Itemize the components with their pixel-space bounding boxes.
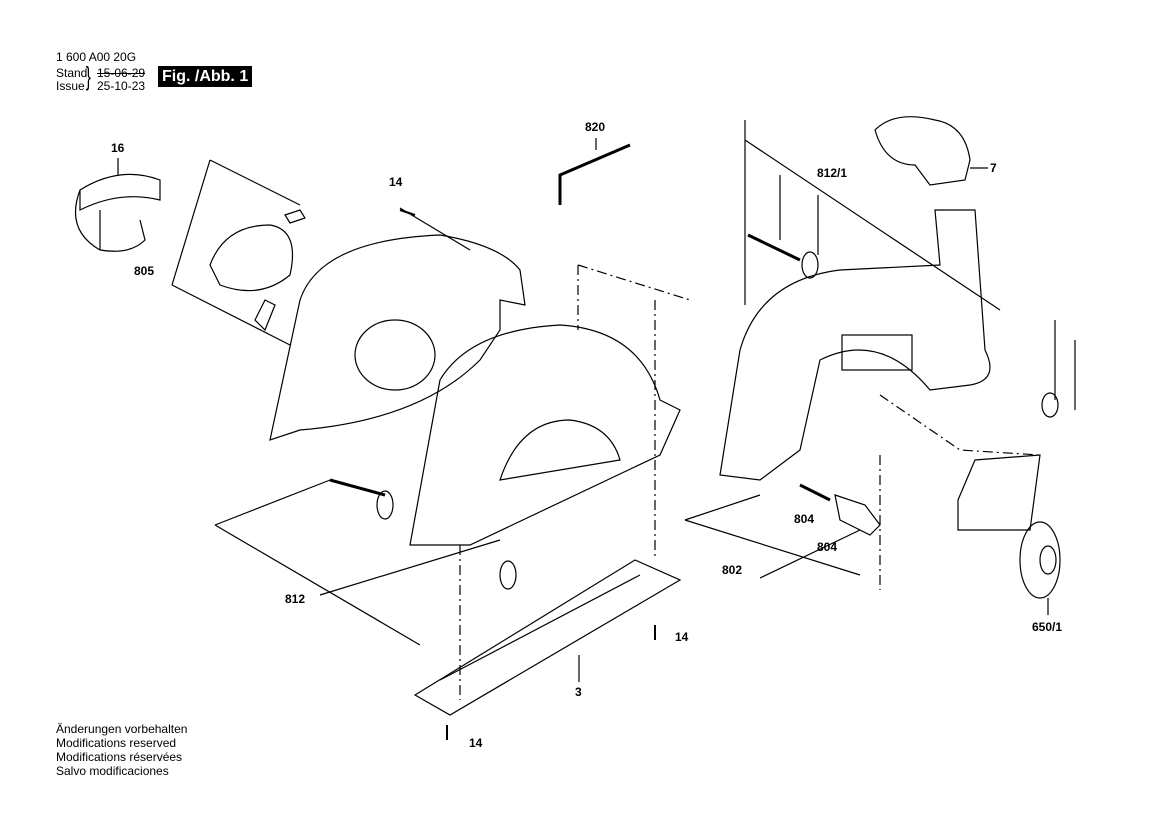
part-812-leaders — [214, 478, 517, 646]
part-label-805: 805 — [134, 264, 155, 278]
part-label-812-1: 812/1 — [817, 166, 848, 180]
part-802-leaders — [684, 394, 1041, 590]
part-820-key — [558, 143, 631, 205]
part-label-7: 7 — [990, 161, 997, 175]
stand-date: 15-06-29 — [97, 66, 146, 80]
part-805-leaders — [171, 159, 306, 346]
center-guard — [409, 264, 691, 700]
issue-label: Issue — [56, 79, 85, 93]
part-label-802: 802 — [722, 563, 743, 577]
left-guard — [269, 207, 526, 441]
part-label-3: 3 — [575, 685, 582, 699]
part-label-650-1: 650/1 — [1032, 620, 1063, 634]
stand-label: Stand — [56, 66, 88, 80]
right-guard — [719, 120, 1076, 481]
part-650-1-flange — [1019, 521, 1061, 615]
part-7-elbow — [874, 116, 988, 186]
note-es: Salvo modificaciones — [56, 764, 169, 778]
note-de: Änderungen vorbehalten — [56, 722, 188, 736]
note-fr: Modifications réservées — [56, 750, 183, 764]
figure-label: Fig. /Abb. 1 — [158, 66, 253, 87]
part-label-14: 14 — [469, 736, 483, 750]
part-16-ring — [74, 158, 161, 252]
part-3-baseplate — [413, 559, 682, 716]
note-en: Modifications reserved — [56, 736, 177, 750]
part-label-812: 812 — [285, 592, 306, 606]
part-label-14: 14 — [675, 630, 689, 644]
modification-notes: Änderungen vorbehalten Modifications res… — [56, 722, 187, 778]
part-label-820: 820 — [585, 120, 606, 134]
part-label-804: 804 — [817, 540, 838, 554]
screw-14-a — [399, 209, 416, 216]
part-label-804: 804 — [794, 512, 815, 526]
issue-date: 25-10-23 — [97, 79, 146, 93]
brace: } — [85, 61, 91, 91]
part-number: 1 600 A00 20G — [56, 50, 137, 64]
part-label-14: 14 — [389, 175, 403, 189]
part-label-16: 16 — [111, 141, 125, 155]
